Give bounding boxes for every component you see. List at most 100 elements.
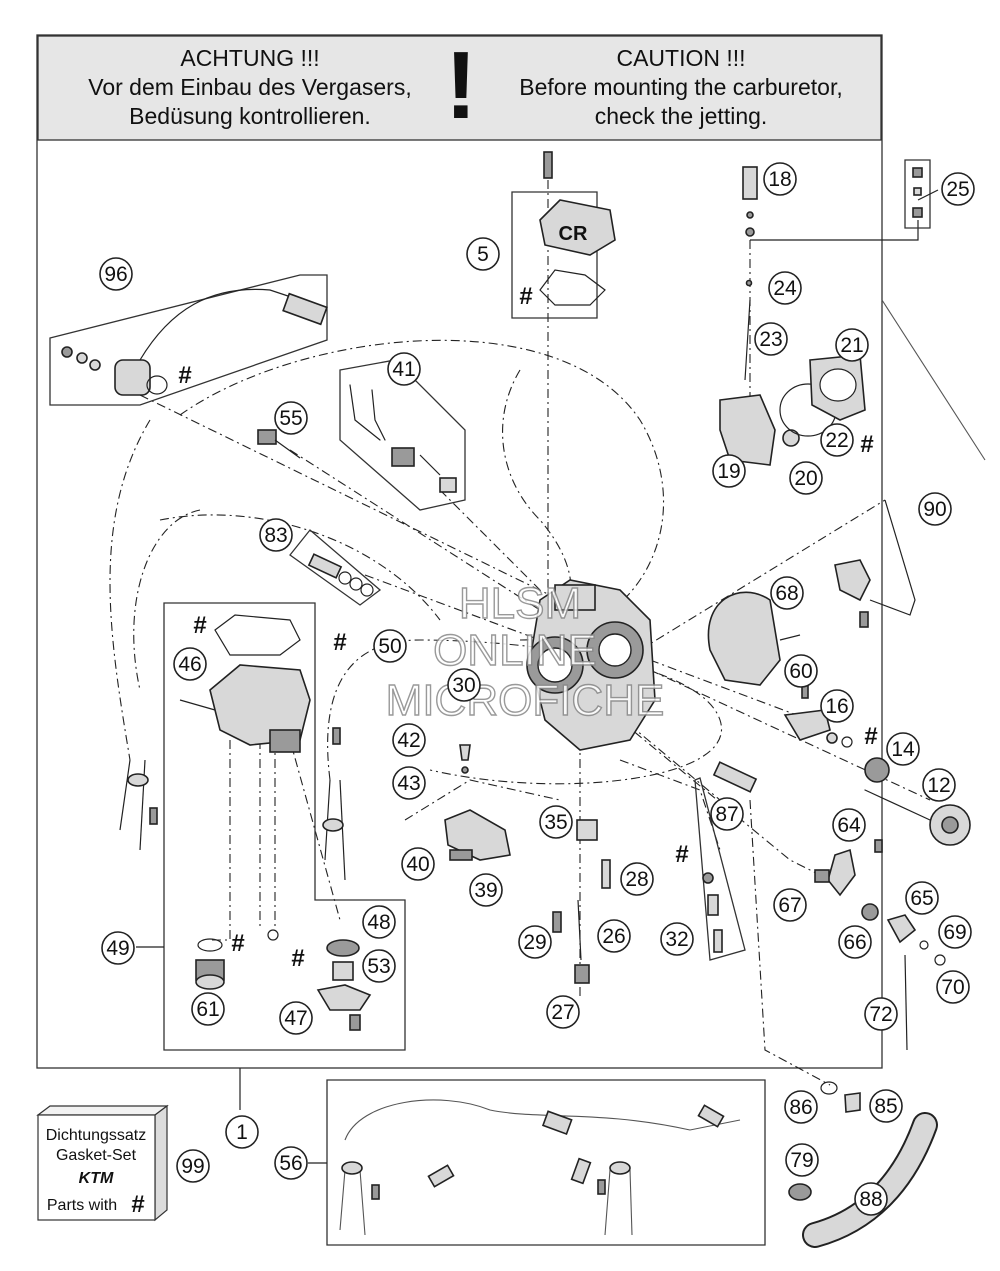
callout-18: 18 xyxy=(763,162,797,196)
callout-circle xyxy=(546,995,580,1029)
throttle-drum-parts xyxy=(783,679,971,846)
callout-circle xyxy=(597,919,631,953)
vent-hoses-left xyxy=(119,727,346,881)
callout-circle xyxy=(225,1115,259,1149)
callout-number: 64 xyxy=(837,814,861,837)
callout-number: 47 xyxy=(284,1007,307,1030)
group-49-box xyxy=(163,602,406,1051)
callout-number: 1 xyxy=(236,1121,248,1144)
group-56-box xyxy=(326,1079,766,1246)
carburetor-body xyxy=(526,579,656,751)
group-83-box xyxy=(289,529,382,606)
float-bowl xyxy=(179,614,311,753)
warning-en-line2: check the jetting. xyxy=(595,103,768,129)
cover-screw xyxy=(543,151,553,179)
callout-circle xyxy=(176,1149,210,1183)
callout-number: 56 xyxy=(279,1152,302,1175)
callout-79: 79 xyxy=(785,1143,819,1177)
callout-circle xyxy=(854,1182,888,1216)
callout-number: 30 xyxy=(452,674,475,697)
callout-30: 30 xyxy=(447,668,481,702)
gasket-markers: # # # # # # # # # xyxy=(178,283,877,972)
callout-61: 61 xyxy=(191,992,225,1026)
callout-circle xyxy=(941,172,975,206)
callout-number: 18 xyxy=(768,168,791,191)
callout-number: 66 xyxy=(843,931,866,954)
callout-circle xyxy=(864,997,898,1031)
callout-number: 88 xyxy=(859,1188,882,1211)
callout-number: 86 xyxy=(789,1096,812,1119)
warning-de-title: ACHTUNG !!! xyxy=(180,45,319,71)
watermark-line3: MICROFICHE xyxy=(386,676,665,725)
callout-circle xyxy=(869,1089,903,1123)
callout-50: 50 xyxy=(373,629,407,663)
callout-circle xyxy=(918,492,952,526)
callout-23: 23 xyxy=(754,322,788,356)
callout-32: 32 xyxy=(660,922,694,956)
parts-42-40 xyxy=(444,744,511,861)
gasket-marker: # xyxy=(333,629,346,656)
jets xyxy=(552,819,611,984)
callout-circle xyxy=(832,808,866,842)
callout-circle xyxy=(362,905,396,939)
callout-42: 42 xyxy=(392,723,426,757)
callout-number: 21 xyxy=(840,334,863,357)
callout-circle xyxy=(191,992,225,1026)
callout-number: 43 xyxy=(397,772,420,795)
callout-86: 86 xyxy=(784,1090,818,1124)
callout-number: 72 xyxy=(869,1003,892,1026)
callout-circle xyxy=(763,162,797,196)
callout-number: 70 xyxy=(941,976,964,999)
callout-72: 72 xyxy=(864,997,898,1031)
callout-number: 19 xyxy=(717,460,740,483)
callout-circle xyxy=(274,1146,308,1180)
callout-number: 42 xyxy=(397,729,420,752)
callout-68: 68 xyxy=(770,576,804,610)
callout-number: 50 xyxy=(378,635,401,658)
callout-16: 16 xyxy=(820,689,854,723)
callout-circle xyxy=(101,931,135,965)
callout-circle xyxy=(466,237,500,271)
callout-48: 48 xyxy=(362,905,396,939)
callout-circle xyxy=(362,949,396,983)
callout-circle xyxy=(922,768,956,802)
callout-24: 24 xyxy=(768,271,802,305)
callout-19: 19 xyxy=(712,454,746,488)
callout-60: 60 xyxy=(784,654,818,688)
part-87-fitting xyxy=(712,761,758,793)
group-25-box xyxy=(904,159,931,229)
callout-53: 53 xyxy=(362,949,396,983)
diagram-frame xyxy=(36,34,883,1069)
callout-number: 69 xyxy=(943,921,966,944)
callout-25: 25 xyxy=(941,172,975,206)
callout-circle xyxy=(620,862,654,896)
pump-linkage-parts xyxy=(814,839,946,1051)
gasket-marker: # xyxy=(864,723,877,750)
warning-de-line2: Bedüsung kontrollieren. xyxy=(129,103,371,129)
callout-66: 66 xyxy=(838,925,872,959)
callout-56: 56 xyxy=(274,1146,308,1180)
gasket-marker: # xyxy=(178,362,191,389)
callout-number: 16 xyxy=(825,695,848,718)
callout-26: 26 xyxy=(597,919,631,953)
accelerator-pump-parts xyxy=(702,872,723,953)
callout-circle xyxy=(279,1001,313,1035)
kit-parts-with: Parts with xyxy=(47,1197,117,1214)
callout-circle xyxy=(387,352,421,386)
callout-83: 83 xyxy=(259,518,293,552)
callout-circle xyxy=(784,1090,818,1124)
callout-70: 70 xyxy=(936,970,970,1004)
callout-circle xyxy=(785,1143,819,1177)
callout-circle xyxy=(259,518,293,552)
watermark-line1: HLSM xyxy=(459,579,581,628)
callout-circle xyxy=(773,888,807,922)
callout-circle xyxy=(469,873,503,907)
callout-number: 14 xyxy=(891,738,915,761)
group-32-box xyxy=(694,777,746,961)
callout-number: 28 xyxy=(625,868,648,891)
callout-28: 28 xyxy=(620,862,654,896)
callout-circle xyxy=(838,925,872,959)
gasket-marker: # xyxy=(860,431,873,458)
